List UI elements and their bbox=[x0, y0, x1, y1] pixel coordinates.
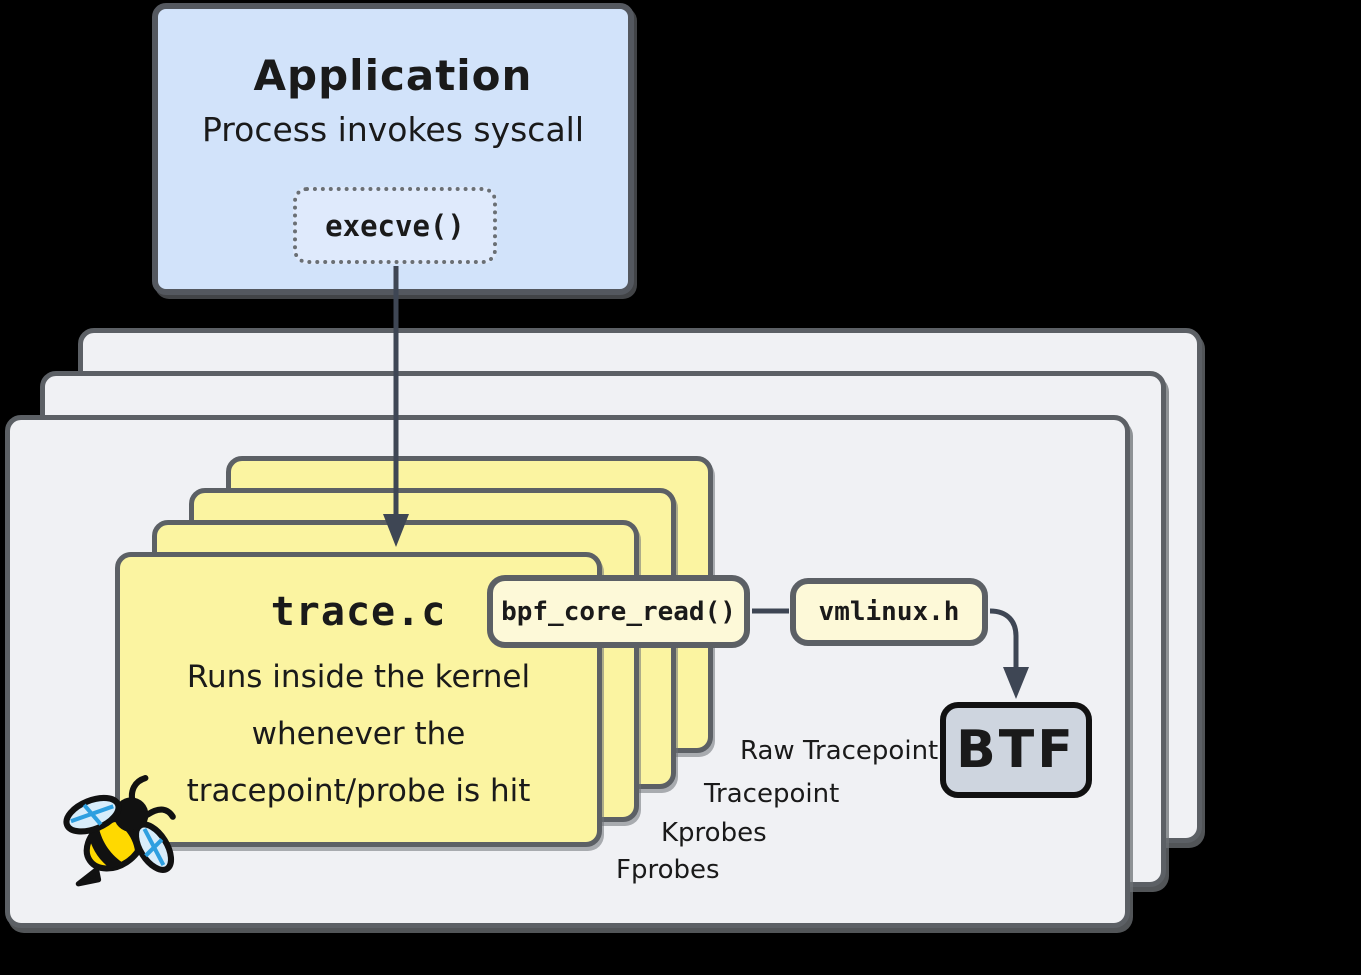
application-title: Application bbox=[253, 51, 533, 100]
program-description: Runs inside the kernel whenever the trac… bbox=[120, 649, 597, 820]
hook-label-fprobes: Fprobes bbox=[616, 855, 720, 885]
bpf-program-card-front: trace.c Runs inside the kernel whenever … bbox=[115, 552, 602, 847]
program-title: trace.c bbox=[270, 589, 447, 635]
execve-label: execve() bbox=[325, 208, 465, 243]
application-box: Application Process invokes syscall bbox=[152, 3, 634, 295]
bee-icon bbox=[63, 775, 176, 887]
hook-label-raw-tracepoint: Raw Tracepoint bbox=[740, 736, 939, 766]
program-description-line: Runs inside the kernel bbox=[186, 659, 531, 695]
btf-label: BTF bbox=[956, 720, 1076, 780]
program-description-line: tracepoint/probe is hit bbox=[186, 773, 531, 809]
vmlinux-label: vmlinux.h bbox=[818, 597, 960, 627]
execve-syscall-chip: execve() bbox=[293, 187, 497, 264]
bpf-core-read-label: bpf_core_read() bbox=[501, 596, 736, 627]
application-subtitle: Process invokes syscall bbox=[201, 110, 584, 149]
hook-label-tracepoint: Tracepoint bbox=[704, 779, 840, 809]
bpf-core-read-chip: bpf_core_read() bbox=[487, 575, 750, 648]
btf-box: BTF bbox=[940, 702, 1092, 798]
hook-label-kprobes: Kprobes bbox=[661, 818, 767, 848]
vmlinux-chip: vmlinux.h bbox=[790, 578, 988, 646]
program-description-line: whenever the bbox=[251, 716, 466, 752]
